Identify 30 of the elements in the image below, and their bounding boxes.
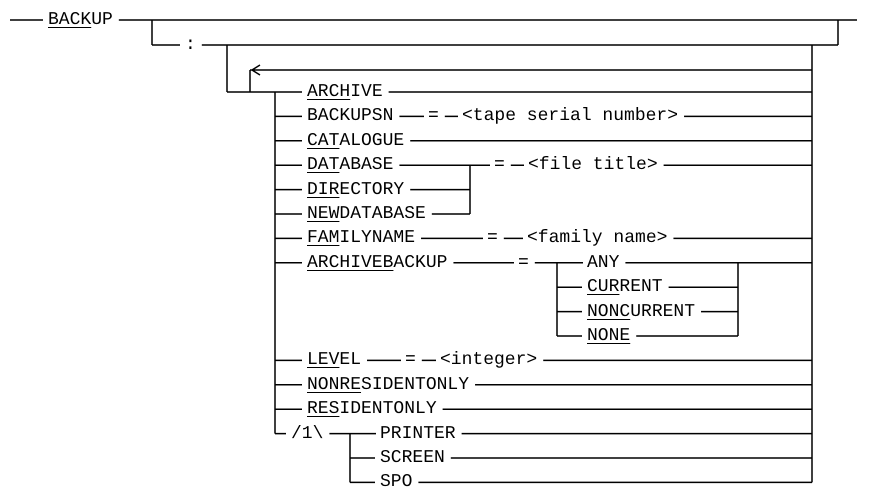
equals-sign: =	[405, 350, 416, 370]
equals-sign: =	[518, 252, 529, 273]
syntax-variable: <integer>	[440, 350, 538, 370]
colon-separator: :	[185, 35, 196, 55]
option-keyword: SCREEN	[380, 448, 445, 468]
option-keyword: PRINTER	[380, 424, 456, 444]
option-keyword: FAMILYNAME	[307, 228, 416, 248]
option-keyword: NEWDATABASE	[307, 204, 426, 224]
equals-sign: =	[494, 155, 505, 176]
option-keyword: BACKUPSN	[307, 106, 394, 126]
equals-sign: =	[487, 228, 498, 248]
option-keyword: ARCHIVE	[307, 82, 383, 102]
command-keyword: BACKUP	[48, 10, 113, 30]
option-keyword: SPO	[380, 472, 412, 487]
option-keyword: NONRESIDENTONLY	[307, 374, 470, 395]
option-keyword: CURRENT	[587, 277, 663, 298]
option-keyword: ARCHIVEBACKUP	[307, 252, 448, 273]
option-keyword: RESIDENTONLY	[307, 399, 437, 420]
syntax-variable: <family name>	[527, 228, 668, 248]
syntax-variable: <tape serial number>	[462, 106, 678, 126]
syntax-variable: <file title>	[528, 155, 658, 176]
option-keyword: NONE	[587, 326, 630, 346]
option-keyword: DATABASE	[307, 155, 394, 176]
option-keyword: ANY	[587, 252, 620, 273]
equals-sign: =	[428, 106, 439, 126]
footnote-mark: /1\	[291, 424, 324, 444]
option-keyword: CATALOGUE	[307, 130, 404, 151]
option-keyword: DIRECTORY	[307, 180, 404, 200]
option-keyword: LEVEL	[307, 350, 362, 370]
option-keyword: NONCURRENT	[587, 302, 696, 322]
